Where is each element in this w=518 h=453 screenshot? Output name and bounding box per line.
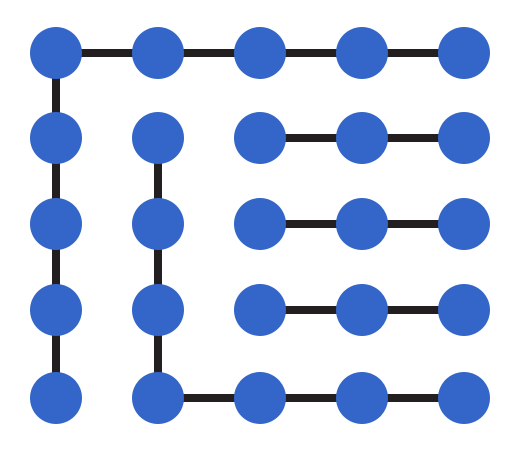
node-r3c0 [30,284,82,336]
node-r3c4 [438,284,490,336]
node-r1c2 [234,112,286,164]
node-r2c0 [30,198,82,250]
node-r1c1 [132,112,184,164]
node-r4c4 [438,372,490,424]
node-r3c1 [132,284,184,336]
node-r4c1 [132,372,184,424]
node-r3c3 [336,284,388,336]
node-r2c3 [336,198,388,250]
node-r2c2 [234,198,286,250]
node-r0c0 [30,27,82,79]
node-r4c3 [336,372,388,424]
node-r0c4 [438,27,490,79]
node-r0c3 [336,27,388,79]
node-r4c0 [30,372,82,424]
node-r0c2 [234,27,286,79]
node-r0c1 [132,27,184,79]
node-r1c3 [336,112,388,164]
node-r2c1 [132,198,184,250]
nodes-layer [30,27,490,424]
node-r1c4 [438,112,490,164]
node-r3c2 [234,284,286,336]
node-r2c4 [438,198,490,250]
node-r1c0 [30,112,82,164]
node-r4c2 [234,372,286,424]
